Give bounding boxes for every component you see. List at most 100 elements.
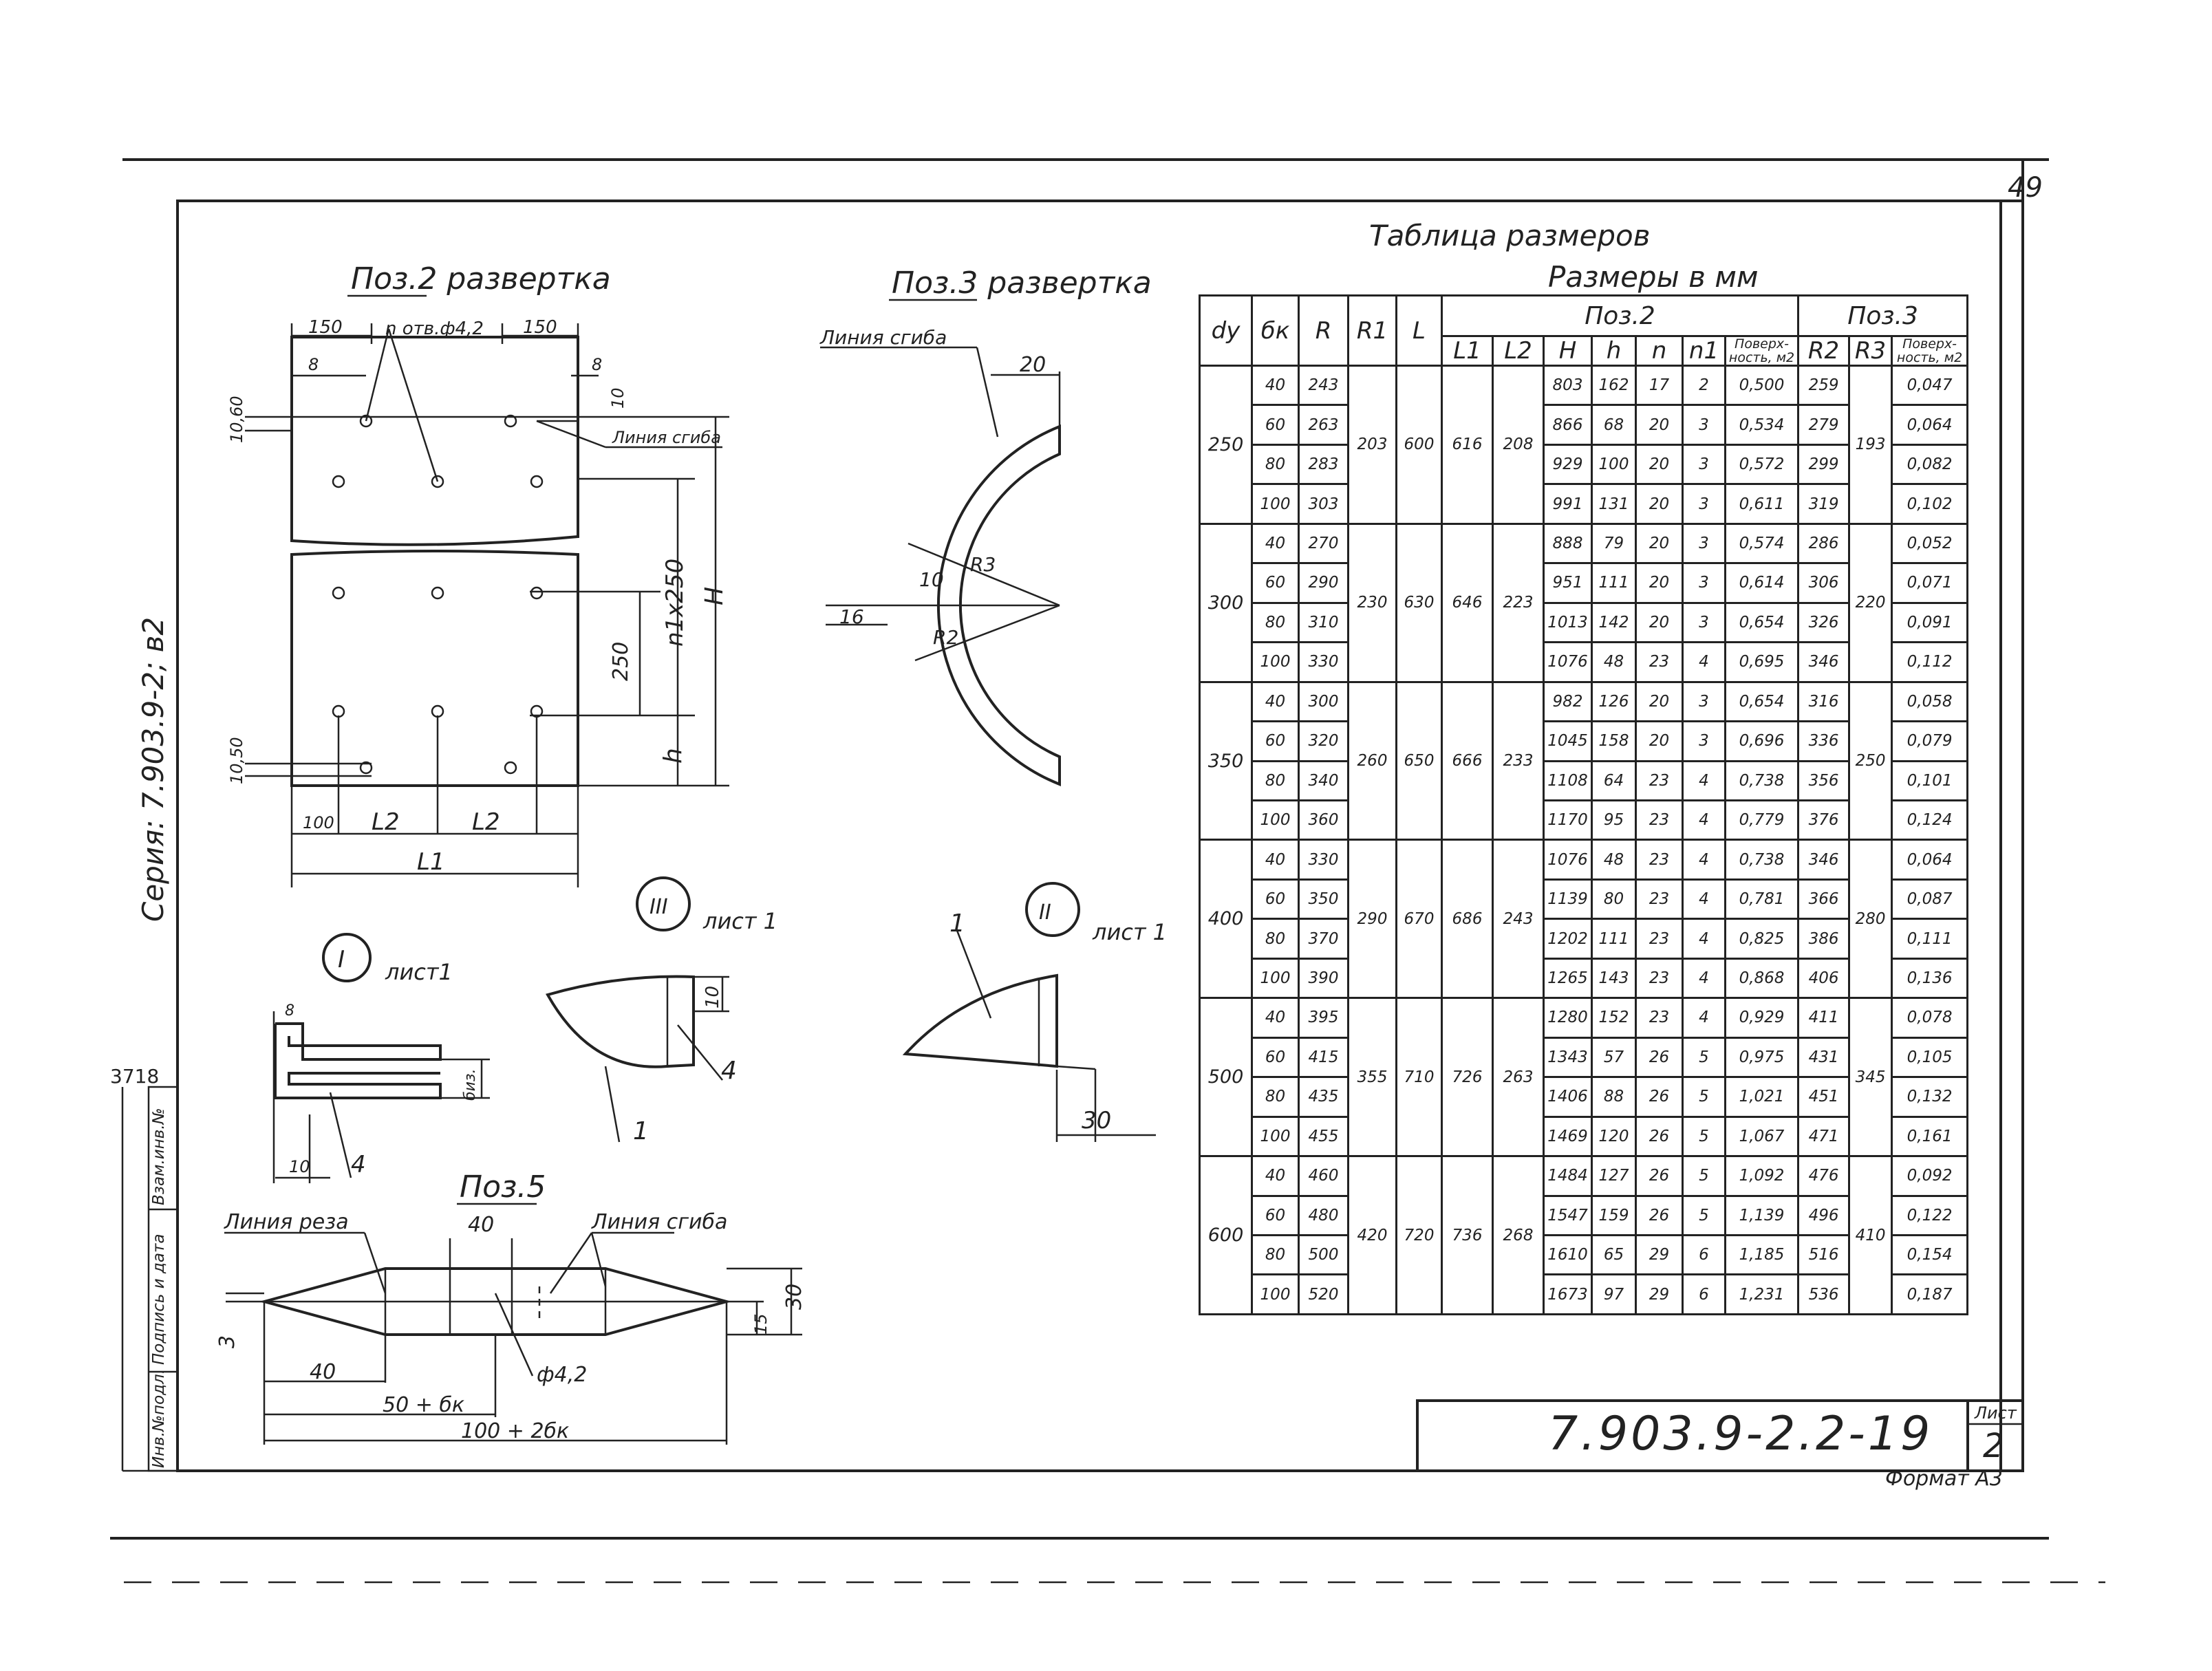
table-cell: 866 xyxy=(1543,404,1593,446)
table-cell: 686 xyxy=(1441,839,1494,1000)
table-cell: 100 xyxy=(1251,483,1300,525)
table-cell: 1673 xyxy=(1543,1273,1593,1315)
pos2-dim-H: H xyxy=(700,587,729,605)
table-cell: 0,534 xyxy=(1724,404,1800,446)
pos2-dim-n1x250: n1x250 xyxy=(661,559,689,647)
table-cell: 455 xyxy=(1298,1115,1349,1158)
table-cell: 330 xyxy=(1298,641,1349,683)
table-cell: 100 xyxy=(1591,443,1637,486)
header-dy: dy xyxy=(1199,294,1253,367)
table-cell: 366 xyxy=(1797,878,1851,920)
table-cell: 268 xyxy=(1492,1155,1545,1315)
pos3-dim-20: 20 xyxy=(1020,353,1046,377)
header-cell: Поверх-ность, м2 xyxy=(1724,335,1800,367)
table-cell: 48 xyxy=(1591,641,1637,683)
table-cell: 300 xyxy=(1199,522,1253,683)
detail3-mark: III xyxy=(649,895,668,919)
pos3-arc-strip xyxy=(936,424,1061,786)
table-cell: 120 xyxy=(1591,1115,1637,1158)
pos2-dim-250: 250 xyxy=(609,642,633,681)
table-cell: 471 xyxy=(1797,1115,1851,1158)
table-cell: 1280 xyxy=(1543,997,1593,1039)
pos5-dim-hole: ф4,2 xyxy=(537,1363,587,1387)
table-cell: 326 xyxy=(1797,601,1851,644)
document-code: 7.903.9-2.2-19 xyxy=(1548,1407,1933,1461)
table-cell: 0,779 xyxy=(1724,799,1800,841)
pos5-dim-15: 15 xyxy=(751,1313,771,1335)
table-cell: 23 xyxy=(1635,759,1684,801)
table-cell: 0,695 xyxy=(1724,641,1800,683)
table-cell: 0,124 xyxy=(1891,799,1969,841)
table-cell: 159 xyxy=(1591,1194,1637,1236)
table-cell: 23 xyxy=(1635,839,1684,881)
table-cell: 26 xyxy=(1635,1194,1684,1236)
table-cell: 0,868 xyxy=(1724,957,1800,1000)
table-cell: 346 xyxy=(1797,839,1851,881)
table-cell: 1,021 xyxy=(1724,1076,1800,1118)
table-cell: 376 xyxy=(1797,799,1851,841)
table-cell: 1,185 xyxy=(1724,1233,1800,1276)
table-cell: 406 xyxy=(1797,957,1851,1000)
table-cell: 650 xyxy=(1395,680,1443,841)
header-cell: L xyxy=(1395,294,1443,367)
table-cell: 420 xyxy=(1347,1155,1397,1315)
table-cell: 40 xyxy=(1251,839,1300,881)
table-cell: 60 xyxy=(1251,404,1300,446)
table-cell: 4 xyxy=(1682,641,1726,683)
table-cell: 320 xyxy=(1298,720,1349,762)
table-cell: 1076 xyxy=(1543,839,1593,881)
table-cell: 0,122 xyxy=(1891,1194,1969,1236)
margin-field-signature: Подпись и дата xyxy=(150,1233,168,1365)
pos2-dim-h: h xyxy=(659,748,687,764)
table-cell: 20 xyxy=(1635,404,1684,446)
table-cell: 0,572 xyxy=(1724,443,1800,486)
table-cell: 600 xyxy=(1395,365,1443,525)
table-cell: 100 xyxy=(1251,957,1300,1000)
table-cell: 0,614 xyxy=(1724,562,1800,604)
table-cell: 88 xyxy=(1591,1076,1637,1118)
detail2-sheet-label: лист 1 xyxy=(1092,919,1167,945)
pos2-dim-8-right: 8 xyxy=(592,355,602,374)
table-cell: 100 xyxy=(1251,1273,1300,1315)
table-cell: 476 xyxy=(1797,1155,1851,1197)
detail1 xyxy=(272,933,490,1183)
table-cell: 80 xyxy=(1251,443,1300,486)
table-subtitle: Размеры в мм xyxy=(1548,260,1759,294)
table-cell: 65 xyxy=(1591,1233,1637,1276)
table-cell: 100 xyxy=(1251,799,1300,841)
table-cell: 259 xyxy=(1797,364,1851,407)
pos2-sheet-upper xyxy=(290,336,579,546)
table-cell: 3 xyxy=(1682,443,1726,486)
pos5-dim-50-bk: 50 + бк xyxy=(383,1393,464,1417)
table-cell: 666 xyxy=(1441,680,1494,841)
table-cell: 3 xyxy=(1682,404,1726,446)
table-cell: 0,696 xyxy=(1724,720,1800,762)
detail3-dim-10: 10 xyxy=(702,986,723,1009)
table-cell: 290 xyxy=(1347,839,1397,1000)
table-cell: 500 xyxy=(1199,997,1253,1158)
table-cell: 336 xyxy=(1797,720,1851,762)
table-cell: 431 xyxy=(1797,1036,1851,1079)
series-label: Серия: 7.903.9-2; в2 xyxy=(136,616,170,922)
table-cell: 0,112 xyxy=(1891,641,1969,683)
detail3-mark-circle xyxy=(636,876,691,931)
table-cell: 0,064 xyxy=(1891,839,1969,881)
margin-field-replace: Взам.инв.№ xyxy=(150,1108,168,1205)
table-cell: 100 xyxy=(1251,641,1300,683)
detail1-dim-8: 8 xyxy=(285,1002,294,1020)
table-cell: 127 xyxy=(1591,1155,1637,1197)
table-cell: 310 xyxy=(1298,601,1349,644)
table-cell: 991 xyxy=(1543,483,1593,525)
table-cell: 370 xyxy=(1298,918,1349,960)
table-cell: 263 xyxy=(1492,997,1545,1158)
table-cell: 0,187 xyxy=(1891,1273,1969,1315)
